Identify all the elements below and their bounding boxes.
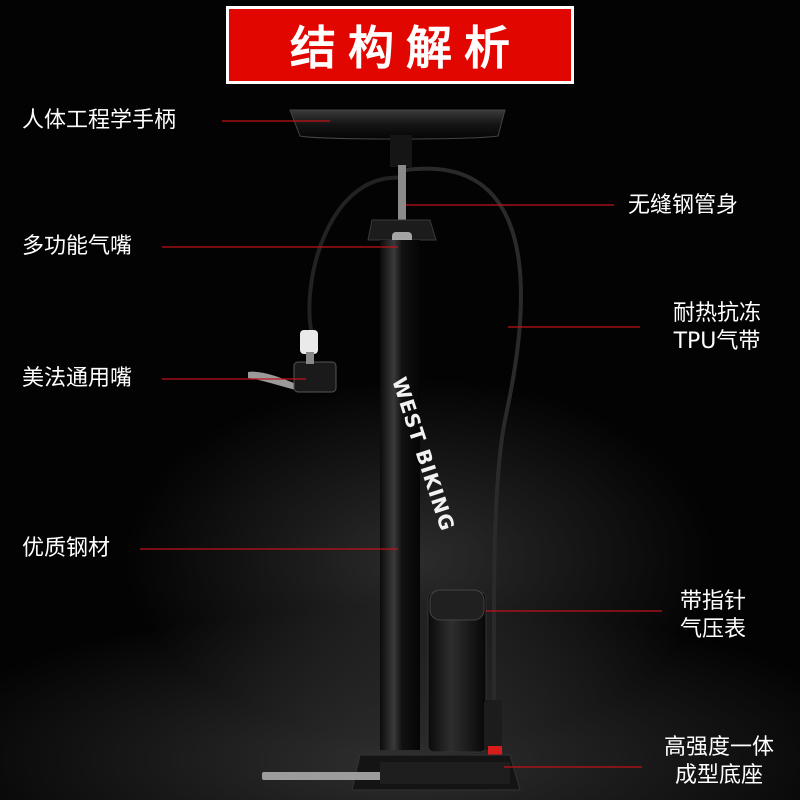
chuck-tip <box>300 330 318 354</box>
label-gauge-line1: 带指针 <box>679 589 746 614</box>
label-hose-line1: 耐热抗冻 <box>672 301 761 326</box>
label-universal: 美法通用嘴 <box>22 366 133 391</box>
shaft <box>398 165 406 220</box>
label-base: 高强度一体 成型底座 <box>644 734 794 790</box>
label-gauge: 带指针 气压表 <box>668 588 758 644</box>
main-tube <box>380 240 420 750</box>
label-base-line1: 高强度一体 <box>663 735 774 760</box>
label-steel: 优质钢材 <box>22 536 111 561</box>
label-hose-line2: TPU气带 <box>673 329 761 354</box>
chuck-lever <box>248 371 296 390</box>
chuck-body <box>293 361 337 393</box>
label-tube: 无缝钢管身 <box>628 193 739 218</box>
label-gauge-line2: 气压表 <box>679 617 746 642</box>
hose-main <box>405 166 523 740</box>
label-base-line2: 成型底座 <box>674 763 763 788</box>
hose <box>307 175 405 336</box>
foot-plate <box>262 772 382 780</box>
title-banner: 结构解析 <box>226 6 574 84</box>
label-valve: 多功能气嘴 <box>22 234 133 259</box>
label-handle: 人体工程学手柄 <box>22 108 177 133</box>
handle <box>289 109 506 140</box>
label-hose: 耐热抗冻 TPU气带 <box>652 300 782 356</box>
handle-stem <box>390 135 412 167</box>
page-title: 结构解析 <box>290 21 522 75</box>
top-cap <box>367 219 437 241</box>
